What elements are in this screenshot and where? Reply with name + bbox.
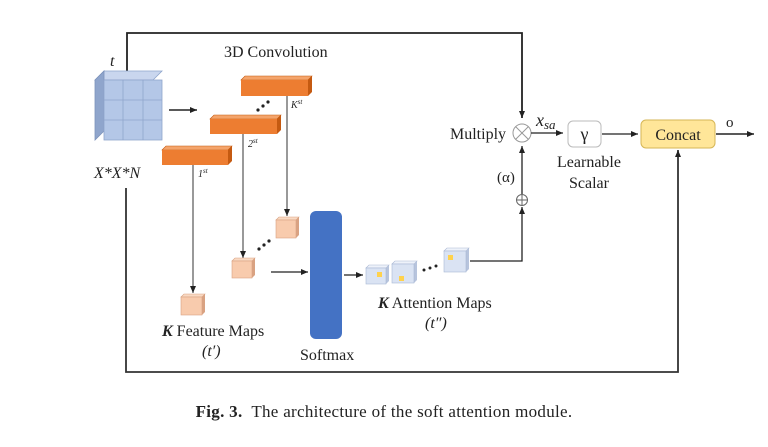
caption-prefix: Fig. 3. (195, 402, 243, 421)
kernel-ellipsis (256, 100, 270, 112)
attention-map-2 (391, 260, 418, 284)
scalar-label-line1: Learnable (557, 154, 621, 171)
scalar-label-line2: Scalar (569, 175, 610, 192)
feature-map-2 (231, 257, 256, 279)
multiply-label: Multiply (450, 126, 506, 143)
kernel-k-label: Kst (290, 98, 303, 111)
feature-map-1 (180, 293, 206, 316)
softmax-label: Softmax (300, 347, 354, 364)
figure-caption: Fig. 3. The architecture of the soft att… (0, 402, 768, 422)
feature-map-k (275, 216, 300, 239)
kernel-2-label: 2st (248, 137, 259, 150)
feature-map-ellipsis (257, 239, 271, 251)
alpha-label: (α) (497, 170, 515, 186)
output-label: o (726, 115, 734, 131)
attention-map-1 (365, 264, 390, 285)
softmax-block (310, 211, 342, 339)
conv-kernel-1 (161, 145, 233, 165)
feature-maps-label: K Feature Maps (161, 323, 264, 340)
skip-connection-bottom (125, 150, 681, 373)
input-cube (94, 70, 163, 141)
attention-path (470, 207, 525, 262)
attention-maps-sub: (t″) (425, 315, 447, 332)
conv-kernel-2 (209, 114, 282, 134)
concat-block (640, 119, 716, 149)
attention-maps-label: K Attention Maps (377, 295, 492, 312)
kernel-1-label: 1st (198, 167, 209, 180)
feature-maps-sub: (t′) (202, 343, 221, 360)
multiply-icon (512, 123, 532, 143)
attention-map-ellipsis (422, 264, 438, 272)
concat-label: Concat (655, 127, 701, 144)
caption-text: The architecture of the soft attention m… (242, 402, 573, 421)
conv-kernel-k (240, 75, 313, 96)
x-sa-label: xsa (535, 110, 556, 132)
input-dimension-label: X*X*N (93, 165, 142, 182)
learnable-scalar-box (567, 120, 602, 148)
add-icon (516, 194, 528, 206)
attention-map-k (443, 247, 470, 273)
gamma-symbol: γ (580, 124, 589, 144)
conv-title: 3D Convolution (224, 44, 328, 61)
time-label: t (110, 53, 115, 70)
skip-connection-top (126, 32, 525, 118)
